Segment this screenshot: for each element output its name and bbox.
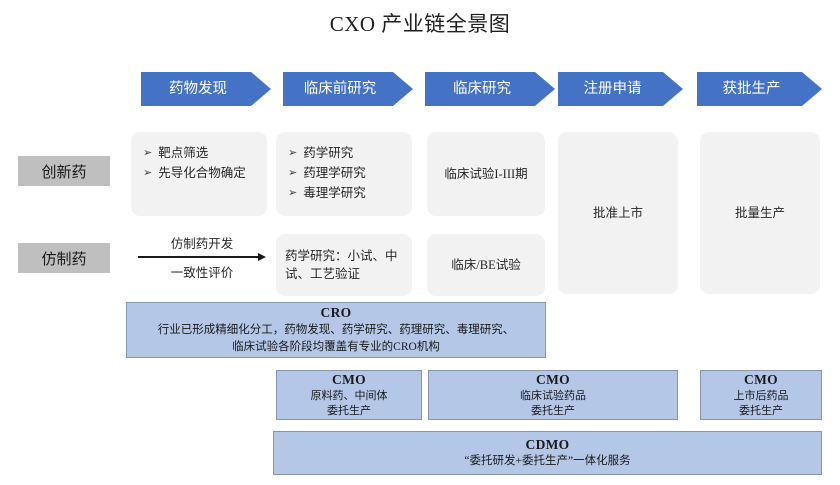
stage-chevron-drug-discovery[interactable]: 药物发现 bbox=[141, 72, 271, 106]
cell-text: 药学研究：小试、中试、工艺验证 bbox=[285, 248, 398, 281]
stage-chevron-label: 获批生产 bbox=[722, 80, 781, 97]
service-desc-line: 委托生产 bbox=[327, 405, 371, 418]
chevron-bullet-icon: ➢ bbox=[143, 146, 153, 159]
bullet-item: ➢ 靶点筛选 bbox=[143, 144, 259, 162]
cell-mass-production: 批量生产 bbox=[700, 132, 820, 294]
generic-development-arrow: 仿制药开发 一致性评价 bbox=[138, 233, 266, 281]
bullet-text: 先导化合物确定 bbox=[158, 166, 246, 181]
chevron-bullet-icon: ➢ bbox=[288, 186, 298, 200]
service-desc-line: “委托研发+委托生产”一体化服务 bbox=[464, 455, 631, 468]
row-label-text: 创新药 bbox=[41, 164, 87, 181]
cell-approval-marketing: 批准上市 bbox=[558, 132, 678, 294]
service-desc-line: 原料药、中间体 bbox=[310, 390, 388, 403]
bullet-item: ➢ 先导化合物确定 bbox=[143, 164, 259, 182]
service-box-cro[interactable]: CRO 行业已形成精细化分工，药物发现、药学研究、药理研究、毒理研究、 临床试验… bbox=[126, 302, 546, 358]
stage-chevron-preclinical-research[interactable]: 临床前研究 bbox=[283, 72, 413, 106]
service-desc-line: 临床试验药品 bbox=[520, 390, 586, 403]
service-box-cmo-clinical-trial-drugs[interactable]: CMO 临床试验药品 委托生产 bbox=[428, 370, 678, 420]
cell-text: 批量生产 bbox=[734, 205, 785, 220]
stage-chevron-registration-application[interactable]: 注册申请 bbox=[558, 72, 683, 106]
bullet-item: ➢ 毒理学研究 bbox=[288, 184, 404, 202]
stage-chevron-label: 注册申请 bbox=[583, 80, 642, 97]
cell-innovative-preclinical: ➢ 药学研究 ➢ 药理学研究 ➢ 毒理学研究 bbox=[276, 132, 412, 216]
bullet-text: 药理学研究 bbox=[303, 166, 366, 181]
service-title: CMO bbox=[332, 372, 366, 388]
service-desc-line: 行业已形成精细化分工，药物发现、药学研究、药理研究、毒理研究、 bbox=[157, 324, 515, 337]
service-title: CDMO bbox=[525, 437, 570, 453]
row-label-generic-drug: 仿制药 bbox=[18, 243, 110, 273]
service-desc-line: 委托生产 bbox=[531, 405, 575, 418]
service-desc-line: 临床试验各阶段均覆盖有专业的CRO机构 bbox=[232, 341, 440, 354]
stage-chevron-clinical-research[interactable]: 临床研究 bbox=[425, 72, 555, 106]
service-box-cdmo[interactable]: CDMO “委托研发+委托生产”一体化服务 bbox=[273, 431, 822, 475]
service-title: CMO bbox=[744, 372, 778, 388]
row-label-text: 仿制药 bbox=[41, 251, 87, 268]
service-desc-line: 委托生产 bbox=[739, 405, 783, 418]
stage-chevron-label: 药物发现 bbox=[169, 80, 227, 97]
stage-chevron-label: 临床研究 bbox=[453, 80, 511, 97]
chevron-bullet-icon: ➢ bbox=[288, 166, 298, 180]
cell-generic-preclinical: 药学研究：小试、中试、工艺验证 bbox=[276, 234, 412, 296]
service-desc-line: 上市后药品 bbox=[733, 390, 789, 403]
bullet-item: ➢ 药理学研究 bbox=[288, 164, 404, 182]
bullet-text: 靶点筛选 bbox=[158, 146, 209, 160]
cell-text: 批准上市 bbox=[592, 205, 643, 220]
stage-chevron-approved-production[interactable]: 获批生产 bbox=[697, 72, 822, 106]
row-label-innovative-drug: 创新药 bbox=[18, 156, 110, 186]
chevron-bullet-icon: ➢ bbox=[143, 166, 153, 180]
service-box-cmo-api-intermediates[interactable]: CMO 原料药、中间体 委托生产 bbox=[276, 370, 422, 420]
bullet-item: ➢ 药学研究 bbox=[288, 144, 404, 162]
chevron-bullet-icon: ➢ bbox=[288, 146, 298, 159]
service-box-cmo-post-market-drugs[interactable]: CMO 上市后药品 委托生产 bbox=[700, 370, 822, 420]
cell-innovative-clinical: 临床试验I-III期 bbox=[427, 132, 545, 216]
cell-text: 临床/BE试验 bbox=[451, 257, 521, 272]
arrow-label-below: 一致性评价 bbox=[170, 266, 234, 280]
service-title: CRO bbox=[320, 305, 352, 321]
bullet-text: 毒理学研究 bbox=[303, 186, 366, 201]
arrow-shaft-icon bbox=[138, 253, 266, 261]
stage-chevron-label: 临床前研究 bbox=[303, 80, 377, 97]
cell-generic-clinical: 临床/BE试验 bbox=[427, 234, 545, 296]
service-title: CMO bbox=[536, 372, 570, 388]
cell-innovative-discovery: ➢ 靶点筛选 ➢ 先导化合物确定 bbox=[131, 132, 267, 216]
arrow-label-above: 仿制药开发 bbox=[170, 237, 234, 251]
bullet-text: 药学研究 bbox=[303, 146, 354, 160]
cell-text: 临床试验I-III期 bbox=[444, 166, 528, 181]
page-title: CXO 产业链全景图 bbox=[329, 12, 511, 36]
